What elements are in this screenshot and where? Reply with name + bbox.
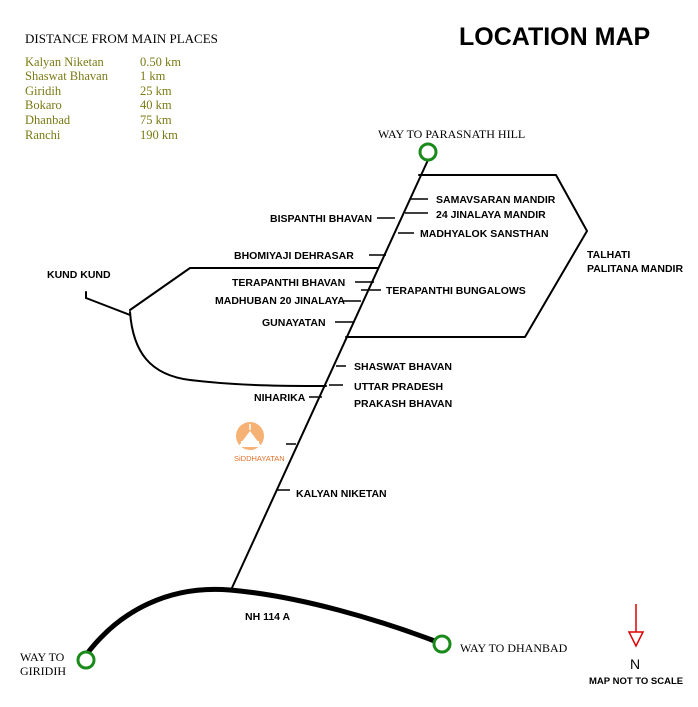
connector-ticks	[276, 198, 428, 491]
label-uttar-pradesh-line2: PRAKASH BHAVAN	[354, 398, 452, 410]
label-talhati-line1: TALHATI	[587, 249, 630, 261]
distance-place: Shaswat Bhavan	[25, 69, 109, 83]
distance-value: 190 km	[140, 128, 178, 142]
label-madhyalok: MADHYALOK SANSTHAN	[420, 228, 549, 240]
kund-kund-upper-road	[129, 267, 379, 311]
label-niharika: NIHARIKA	[254, 392, 306, 404]
kund-kund-lower-road	[129, 311, 327, 387]
distance-place: Dhanbad	[25, 113, 71, 127]
parasnath-node	[418, 142, 438, 162]
logo-temple-base	[241, 441, 259, 447]
label-bhomiyaji: BHOMIYAJI DEHRASAR	[234, 250, 354, 262]
label-bispanthi: BISPANTHI BHAVAN	[270, 213, 372, 225]
label-kund-kund: KUND KUND	[47, 269, 111, 281]
distance-place: Bokaro	[25, 98, 62, 112]
map-title: LOCATION MAP	[459, 23, 650, 51]
distance-value: 0.50 km	[140, 55, 181, 69]
distance-value: 40 km	[140, 98, 172, 112]
dhanbad-node	[432, 634, 452, 654]
label-shaswat: SHASWAT BHAVAN	[354, 361, 452, 373]
distance-table-heading: DISTANCE FROM MAIN PLACES	[25, 31, 218, 46]
distance-place: Ranchi	[25, 128, 61, 142]
north-letter: N	[630, 656, 640, 672]
kund-kund-link-road	[85, 297, 131, 316]
map-scale-note: MAP NOT TO SCALE	[589, 676, 683, 687]
main-road	[230, 159, 429, 591]
label-madhuban: MADHUBAN 20 JINALAYA	[215, 295, 345, 307]
label-nh-114a: NH 114 A	[245, 611, 291, 623]
label-kalyan: KALYAN NIKETAN	[296, 488, 387, 500]
nh-114a-highway	[83, 586, 443, 658]
label-way-to-dhanbad: WAY TO DHANBAD	[460, 641, 568, 655]
label-terapanthi-bungalows: TERAPANTHI BUNGALOWS	[386, 285, 526, 297]
label-24-jinalaya: 24 JINALAYA MANDIR	[436, 209, 546, 221]
label-talhati-line2: PALITANA MANDIR	[587, 263, 683, 275]
label-uttar-pradesh-line1: UTTAR PRADESH	[354, 381, 443, 393]
siddhayatan-logo-text: SiDDHAYATAN	[234, 454, 285, 463]
label-gunayatan: GUNAYATAN	[262, 317, 326, 329]
distance-value: 1 km	[140, 69, 166, 83]
distance-place: Giridih	[25, 84, 62, 98]
giridih-node	[76, 650, 96, 670]
north-arrow-head	[627, 631, 645, 648]
talhati-loop-road	[345, 174, 588, 338]
distance-table: DISTANCE FROM MAIN PLACES Kalyan Niketan…	[25, 31, 218, 142]
distance-value: 25 km	[140, 84, 172, 98]
label-terapanthi-bhavan: TERAPANTHI BHAVAN	[232, 277, 345, 289]
siddhayatan-temple-logo-icon	[236, 422, 264, 450]
label-way-to-giridih-line1: WAY TO	[20, 650, 65, 664]
north-arrow-icon	[627, 604, 645, 648]
distance-value: 75 km	[140, 113, 172, 127]
label-way-to-giridih-line2: GIRIDIH	[20, 664, 66, 678]
road-network	[83, 159, 588, 658]
label-way-to-parasnath: WAY TO PARASNATH HILL	[378, 127, 525, 141]
label-samavsaran: SAMAVSARAN MANDIR	[436, 194, 556, 206]
distance-place: Kalyan Niketan	[25, 55, 105, 69]
